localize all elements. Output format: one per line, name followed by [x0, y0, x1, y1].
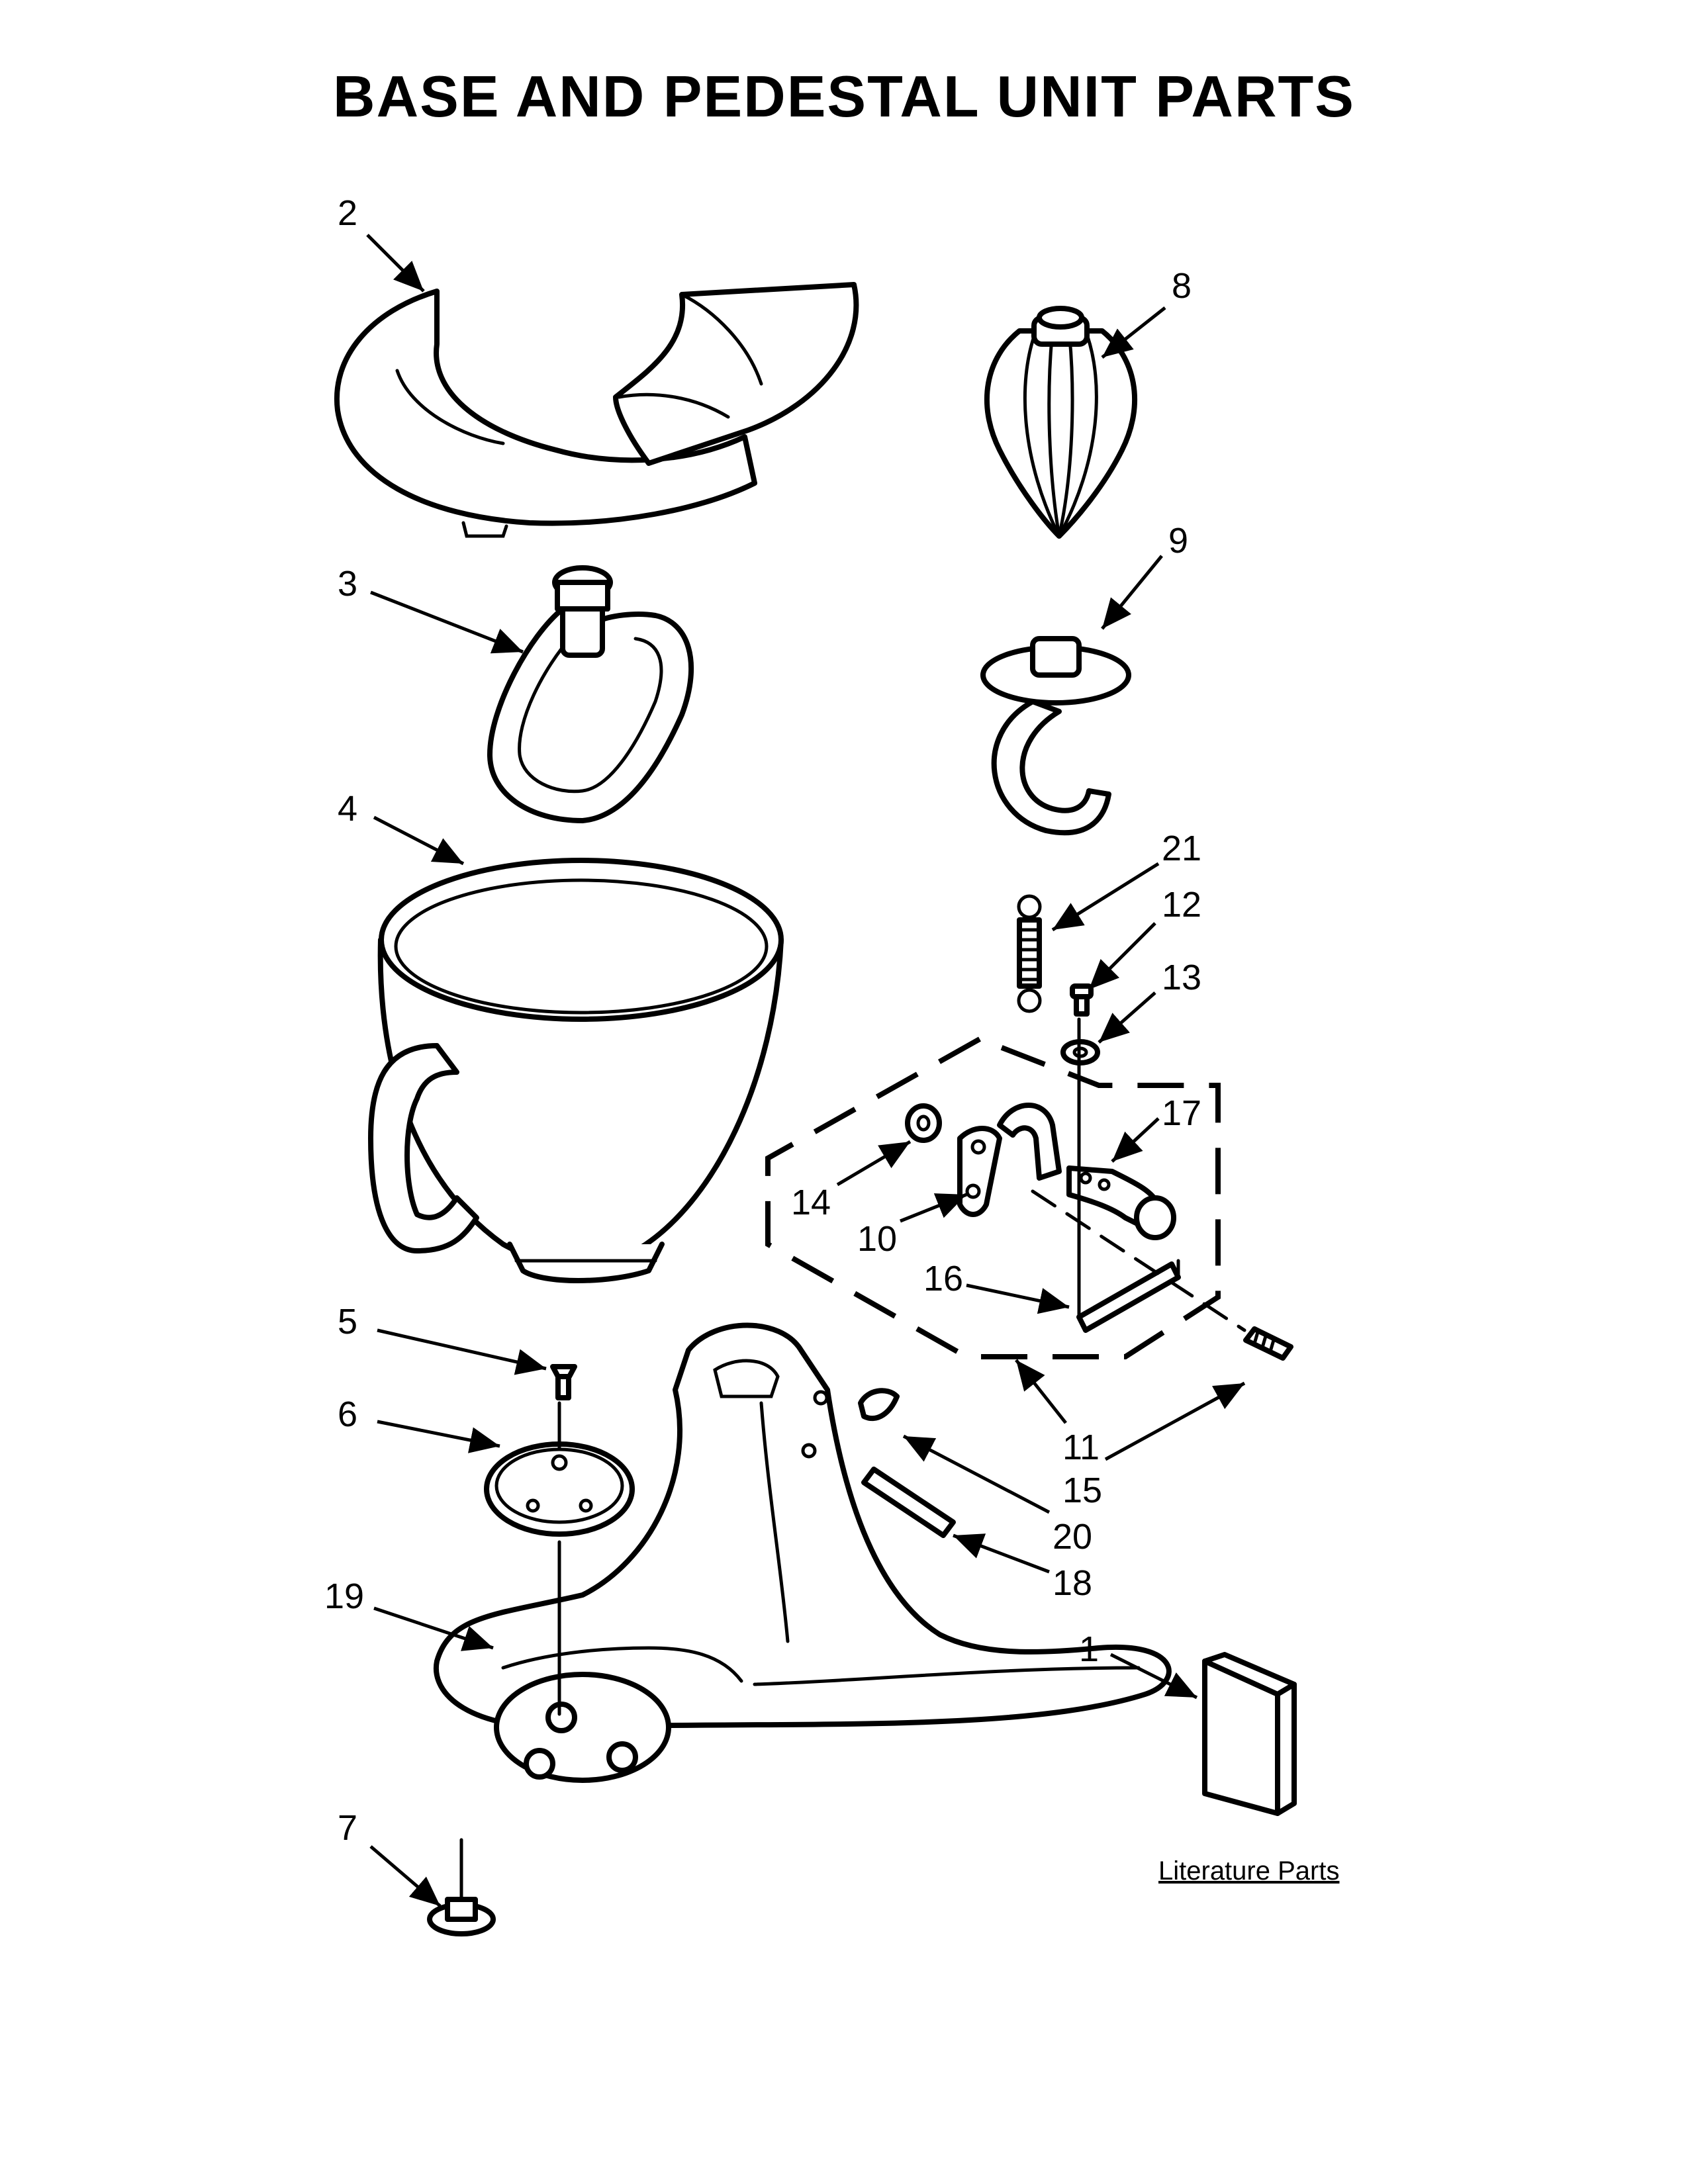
part-5-screw[interactable]: [550, 1364, 577, 1400]
callout-2: 2: [338, 193, 357, 233]
callout-17: 17: [1162, 1093, 1201, 1133]
part-10-hinge-bracket[interactable]: [957, 1103, 1062, 1217]
part-12-screw[interactable]: [1070, 983, 1094, 1017]
callout-9: 9: [1168, 521, 1188, 561]
part-3-flat-beater[interactable]: [487, 565, 694, 823]
literature-parts-label: Literature Parts: [1158, 1856, 1339, 1886]
callout-3: 3: [338, 564, 357, 604]
callout-10: 10: [857, 1219, 897, 1259]
part-16-hinge-rod[interactable]: [1076, 1249, 1181, 1333]
part-20-retaining-clip[interactable]: [858, 1388, 900, 1422]
part-6-base-plate[interactable]: [484, 1441, 635, 1537]
callout-11: 11: [1062, 1428, 1100, 1467]
callout-5: 5: [338, 1302, 357, 1342]
callout-8: 8: [1172, 266, 1192, 306]
callout-13: 13: [1162, 958, 1201, 997]
callout-19: 19: [324, 1576, 364, 1616]
callout-6: 6: [338, 1394, 357, 1434]
part-14-washer[interactable]: [905, 1103, 942, 1143]
page-title: BASE AND PEDESTAL UNIT PARTS: [333, 64, 1355, 129]
part-7-foot[interactable]: [427, 1897, 496, 1936]
part-17-lever[interactable]: [1066, 1165, 1176, 1240]
callout-16: 16: [923, 1259, 963, 1298]
callout-numbers: 2 8 3 9 4 21 12 13 17 14 10 16 11 15 5 6…: [324, 193, 1339, 1886]
callout-20: 20: [1053, 1517, 1092, 1557]
part-11-hinge-assembly-outline[interactable]: [765, 1036, 1221, 1359]
part-19-pedestal[interactable]: [433, 1322, 1172, 1783]
callout-14: 14: [791, 1183, 831, 1222]
part-8-wire-whip[interactable]: [984, 306, 1137, 539]
part-2-pouring-shield[interactable]: [334, 282, 859, 538]
callout-4: 4: [338, 789, 357, 829]
part-18-pin[interactable]: [861, 1467, 956, 1538]
part-4-bowl[interactable]: [368, 858, 784, 1283]
callout-18: 18: [1053, 1563, 1092, 1603]
part-1-literature-book[interactable]: [1202, 1652, 1297, 1816]
callout-15: 15: [1062, 1471, 1102, 1510]
part-15-hinge-pin[interactable]: [1243, 1326, 1293, 1361]
callout-1: 1: [1079, 1629, 1099, 1669]
part-21-spring[interactable]: [1017, 894, 1042, 1013]
callout-7: 7: [338, 1808, 357, 1848]
pedestal-hole-lower: [801, 1443, 817, 1459]
callout-21: 21: [1162, 829, 1201, 868]
pedestal-hole-upper: [813, 1390, 829, 1406]
callout-12: 12: [1162, 885, 1201, 925]
part-9-dough-hook[interactable]: [980, 636, 1131, 836]
leader-lines: [366, 234, 1246, 1907]
